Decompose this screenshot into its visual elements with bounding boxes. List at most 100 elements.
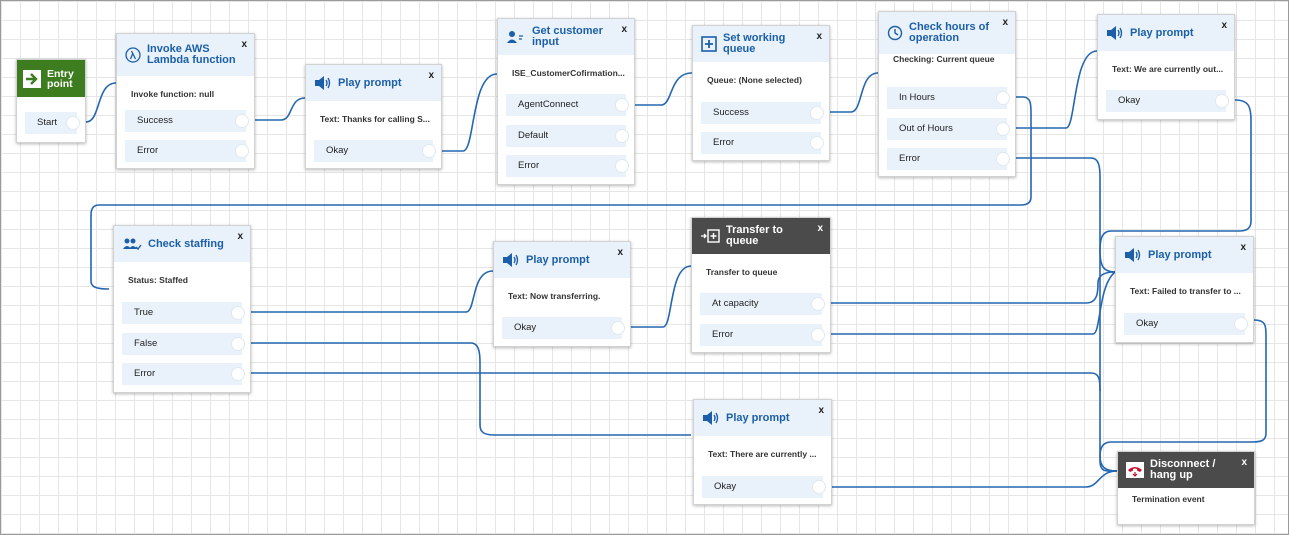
at-capacity-port[interactable] bbox=[811, 297, 825, 311]
play-prompt-block-4[interactable]: Play prompt x Text: Failed to transfer t… bbox=[1115, 236, 1254, 343]
error-port[interactable] bbox=[235, 144, 249, 158]
queue-success-branch[interactable]: Success bbox=[701, 102, 824, 124]
invoke-lambda-description: Invoke function: null bbox=[131, 89, 215, 99]
transfer-error-branch[interactable]: Error bbox=[700, 324, 825, 346]
agentconnect-branch[interactable]: AgentConnect bbox=[506, 94, 629, 116]
check-hours-description: Checking: Current queue bbox=[893, 54, 995, 64]
play-prompt-block-3[interactable]: Play prompt x Text: Now transferring. Ok… bbox=[493, 241, 631, 347]
false-port[interactable] bbox=[231, 337, 245, 351]
okay-branch[interactable]: Okay bbox=[314, 140, 436, 162]
wire-transfer-error-to-prompt4 bbox=[831, 271, 1116, 335]
check-staffing-title: Check staffing bbox=[148, 237, 224, 250]
error-port[interactable] bbox=[810, 136, 824, 150]
check-hours-header: Check hours of operation x bbox=[879, 12, 1015, 54]
play-prompt-block-2[interactable]: Play prompt x Text: We are currently out… bbox=[1097, 14, 1235, 120]
staffing-error-branch[interactable]: Error bbox=[122, 363, 245, 385]
play-prompt-description: Text: Failed to transfer to ... bbox=[1130, 286, 1241, 296]
okay-port[interactable] bbox=[1215, 94, 1229, 108]
close-icon[interactable]: x bbox=[428, 70, 434, 81]
true-port[interactable] bbox=[231, 306, 245, 320]
queue-error-branch[interactable]: Error bbox=[701, 132, 824, 154]
default-port[interactable] bbox=[615, 129, 629, 143]
close-icon[interactable]: x bbox=[241, 39, 247, 50]
lambda-error-branch[interactable]: Error bbox=[125, 140, 249, 162]
customer-input-icon bbox=[506, 29, 526, 45]
check-hours-block[interactable]: Check hours of operation x Checking: Cur… bbox=[878, 11, 1016, 177]
in-hours-port[interactable] bbox=[996, 91, 1010, 105]
close-icon[interactable]: x bbox=[1240, 242, 1246, 253]
play-prompt-block-1[interactable]: Play prompt x Text: Thanks for calling S… bbox=[305, 64, 442, 169]
speaker-icon bbox=[314, 75, 332, 91]
invoke-lambda-header: Invoke AWS Lambda function x bbox=[117, 34, 254, 76]
check-staffing-block[interactable]: Check staffing x Status: Staffed True Fa… bbox=[113, 225, 251, 393]
wire-input-agentconnect-to-queue bbox=[635, 72, 693, 106]
staffing-icon bbox=[122, 236, 142, 252]
close-icon[interactable]: x bbox=[1221, 20, 1227, 31]
disconnect-header: Disconnect / hang up x bbox=[1118, 452, 1254, 488]
speaker-icon bbox=[1124, 247, 1142, 263]
okay-branch[interactable]: Okay bbox=[1106, 90, 1229, 112]
lambda-success-branch[interactable]: Success bbox=[125, 110, 249, 132]
default-branch[interactable]: Default bbox=[506, 125, 629, 147]
out-of-hours-port[interactable] bbox=[996, 122, 1010, 136]
disconnect-block[interactable]: Disconnect / hang up x Termination event bbox=[1117, 451, 1255, 525]
at-capacity-branch[interactable]: At capacity bbox=[700, 293, 825, 315]
set-working-queue-block[interactable]: Set working queue x Queue: (None selecte… bbox=[692, 25, 830, 161]
okay-port[interactable] bbox=[1234, 317, 1248, 331]
close-icon[interactable]: x bbox=[237, 231, 243, 242]
entry-point-header: Entry point bbox=[17, 60, 85, 97]
close-icon[interactable]: x bbox=[1241, 457, 1247, 468]
false-label: False bbox=[134, 338, 158, 349]
wire-staffing-error-to-disconnect bbox=[250, 372, 1101, 392]
close-icon[interactable]: x bbox=[817, 223, 823, 234]
wire-queue-success-to-hours bbox=[830, 72, 879, 113]
wire-transfer-atcapacity-to-prompt4 bbox=[831, 271, 1116, 304]
okay-port[interactable] bbox=[812, 480, 826, 494]
play-prompt-description: Text: There are currently ... bbox=[708, 449, 817, 459]
input-error-branch[interactable]: Error bbox=[506, 155, 629, 177]
error-port[interactable] bbox=[811, 328, 825, 342]
okay-branch[interactable]: Okay bbox=[1124, 313, 1248, 335]
close-icon[interactable]: x bbox=[818, 405, 824, 416]
invoke-lambda-block[interactable]: Invoke AWS Lambda function x Invoke func… bbox=[116, 33, 255, 169]
out-of-hours-label: Out of Hours bbox=[899, 123, 953, 134]
error-label: Error bbox=[899, 153, 921, 164]
agentconnect-port[interactable] bbox=[615, 98, 629, 112]
start-branch[interactable]: Start bbox=[25, 112, 80, 134]
success-port[interactable] bbox=[235, 114, 249, 128]
okay-label: Okay bbox=[514, 322, 537, 333]
hours-error-branch[interactable]: Error bbox=[887, 148, 1010, 170]
okay-label: Okay bbox=[326, 145, 349, 156]
close-icon[interactable]: x bbox=[816, 31, 822, 42]
entry-point-block[interactable]: Entry point Start bbox=[16, 59, 86, 143]
speaker-icon bbox=[502, 252, 520, 268]
entry-point-title: Entry point bbox=[47, 67, 74, 90]
play-prompt-title: Play prompt bbox=[1148, 248, 1212, 261]
error-port[interactable] bbox=[996, 152, 1010, 166]
check-staffing-header: Check staffing x bbox=[114, 226, 250, 262]
okay-port[interactable] bbox=[611, 321, 625, 335]
out-of-hours-branch[interactable]: Out of Hours bbox=[887, 118, 1010, 140]
play-prompt-title: Play prompt bbox=[338, 76, 402, 89]
error-port[interactable] bbox=[231, 367, 245, 381]
okay-label: Okay bbox=[1118, 95, 1141, 106]
okay-branch[interactable]: Okay bbox=[502, 317, 625, 339]
true-branch[interactable]: True bbox=[122, 302, 245, 324]
close-icon[interactable]: x bbox=[621, 24, 627, 35]
okay-port[interactable] bbox=[422, 144, 436, 158]
close-icon[interactable]: x bbox=[1002, 17, 1008, 28]
play-prompt-block-5[interactable]: Play prompt x Text: There are currently … bbox=[693, 399, 832, 505]
play-prompt-description: Text: We are currently out... bbox=[1112, 64, 1224, 74]
close-icon[interactable]: x bbox=[617, 247, 623, 258]
error-port[interactable] bbox=[615, 159, 629, 173]
false-branch[interactable]: False bbox=[122, 333, 245, 355]
wire-hours-error-to-disconnect bbox=[1016, 157, 1118, 472]
transfer-to-queue-block[interactable]: Transfer to queue x Transfer to queue At… bbox=[691, 217, 831, 353]
get-customer-input-block[interactable]: Get customer input x ISE_CustomerCofirma… bbox=[497, 18, 635, 185]
success-port[interactable] bbox=[810, 106, 824, 120]
in-hours-branch[interactable]: In Hours bbox=[887, 87, 1010, 109]
start-port[interactable] bbox=[66, 116, 80, 130]
okay-branch[interactable]: Okay bbox=[702, 476, 826, 498]
wire-hours-outofhours-to-prompt2 bbox=[1016, 50, 1098, 129]
